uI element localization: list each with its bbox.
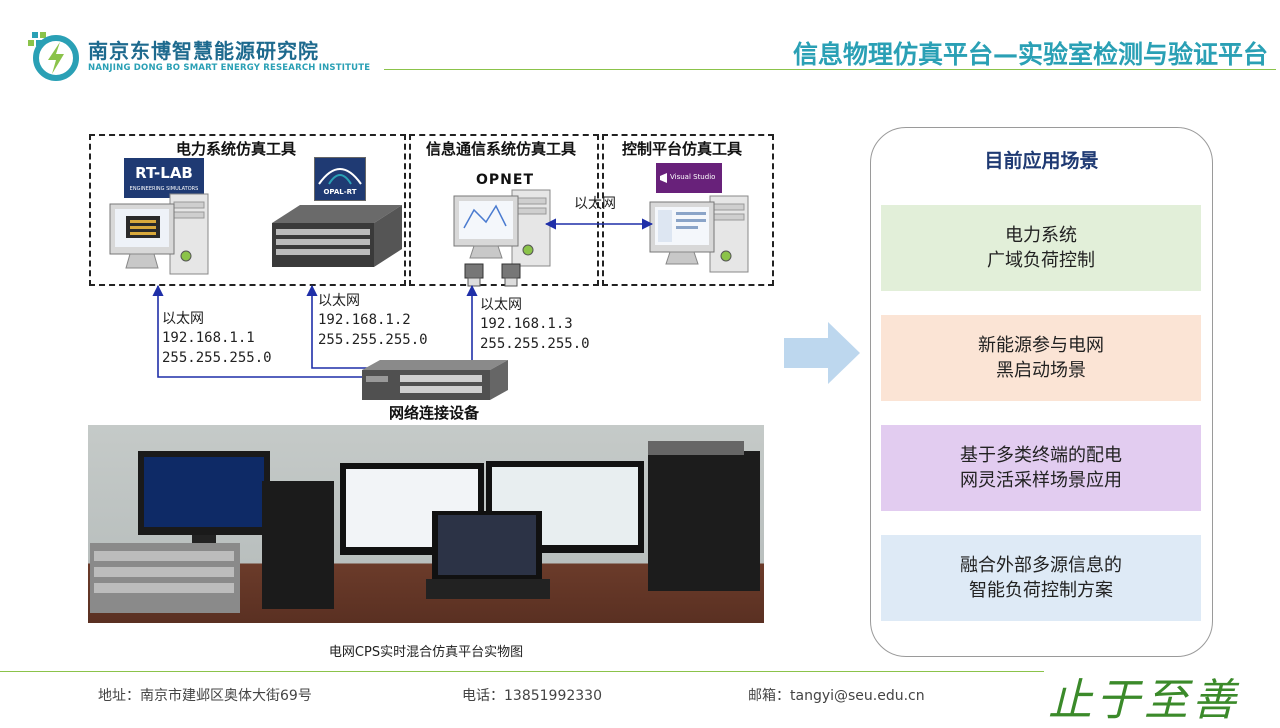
link-label-1-type: 以太网 [162,311,204,327]
link-label-2: 以太网 192.168.1.2 255.255.255.0 [318,290,428,350]
opalrt-logo-text: OPAL-RT [323,188,357,196]
link-label-2-mask: 255.255.255.0 [318,332,428,348]
rtlab-workstation-icon [109,193,209,275]
opnet-logo: OPNET [476,172,534,188]
opalrt-simulator-icon [272,205,402,267]
link-label-1-ip: 192.168.1.1 [162,330,255,346]
link-label-1: 以太网 192.168.1.1 255.255.255.0 [162,308,272,368]
link-label-2-ip: 192.168.1.2 [318,312,411,328]
rtlab-logo: RT-LAB ENGINEERING SIMULATORS [124,158,204,198]
institute-name-en: NANJING DONG BO SMART ENERGY RESEARCH IN… [88,63,371,73]
rtlab-logo-subtext: ENGINEERING SIMULATORS [129,186,199,192]
scenario-card-2-line1: 新能源参与电网 [978,335,1104,356]
opalrt-logo: OPAL-RT [314,157,366,201]
scenario-card-4-line1: 融合外部多源信息的 [960,555,1122,576]
peer-link-label: 以太网 [574,196,616,212]
footer-rule [0,671,1044,672]
opalrt-logo-emblem [318,168,362,185]
visual-studio-logo: Visual Studio [656,163,722,193]
connection-lines [152,218,654,383]
visual-studio-emblem-icon [660,173,667,183]
power-sim-label: 电力系统仿真工具 [176,140,297,158]
footer-address: 地址：南京市建邺区奥体大街69号 [98,688,312,704]
scenario-card-4-line2: 智能负荷控制方案 [969,580,1113,601]
scenario-card-4: 融合外部多源信息的 智能负荷控制方案 [881,535,1201,621]
page-title: 信息物理仿真平台—实验室检测与验证平台 [792,40,1268,69]
link-label-3: 以太网 192.168.1.3 255.255.255.0 [480,294,590,354]
network-card-icon-1 [464,263,484,287]
scenarios-panel [870,127,1213,657]
visual-studio-logo-text: Visual Studio [670,173,716,181]
scenario-card-3-line1: 基于多类终端的配电 [960,445,1122,466]
right-arrow-icon [784,322,860,384]
comm-sim-label: 信息通信系统仿真工具 [426,140,577,158]
control-sim-label: 控制平台仿真工具 [622,140,743,158]
header-rule [384,69,1276,70]
switch-label: 网络连接设备 [389,404,480,422]
link-label-3-ip: 192.168.1.3 [480,316,573,332]
scenario-card-1-line1: 电力系统 [1005,225,1077,246]
footer-email: 邮箱：tangyi@seu.edu.cn [748,688,925,704]
opnet-workstation-icon [453,189,551,267]
network-switch-icon [362,360,508,400]
control-sim-group [602,134,774,286]
network-card-icon-2 [501,263,521,287]
institute-logo-icon [28,32,79,81]
link-label-2-type: 以太网 [318,293,360,309]
scenarios-title: 目前应用场景 [984,150,1099,172]
scenario-card-1-line2: 广域负荷控制 [987,250,1095,271]
lab-equipment-illustration [90,441,760,613]
rtlab-logo-text: RT-LAB [135,164,193,182]
link-label-3-mask: 255.255.255.0 [480,336,590,352]
link-label-3-type: 以太网 [480,297,522,313]
comm-sim-group [409,134,599,286]
scenario-card-1: 电力系统 广域负荷控制 [881,205,1201,291]
scenario-card-2-line2: 黑启动场景 [996,360,1086,381]
link-label-1-mask: 255.255.255.0 [162,350,272,366]
scenario-card-2: 新能源参与电网 黑启动场景 [881,315,1201,401]
control-workstation-icon [649,195,749,273]
scenario-card-3: 基于多类终端的配电 网灵活采样场景应用 [881,425,1201,511]
lab-photo [88,425,764,623]
photo-caption: 电网CPS实时混合仿真平台实物图 [328,645,524,660]
footer-phone: 电话：13851992330 [462,688,602,704]
institute-motto: 止于至善 [1048,675,1240,726]
scenario-card-3-line2: 网灵活采样场景应用 [960,470,1122,491]
institute-name-cn: 南京东博智慧能源研究院 [88,39,319,63]
